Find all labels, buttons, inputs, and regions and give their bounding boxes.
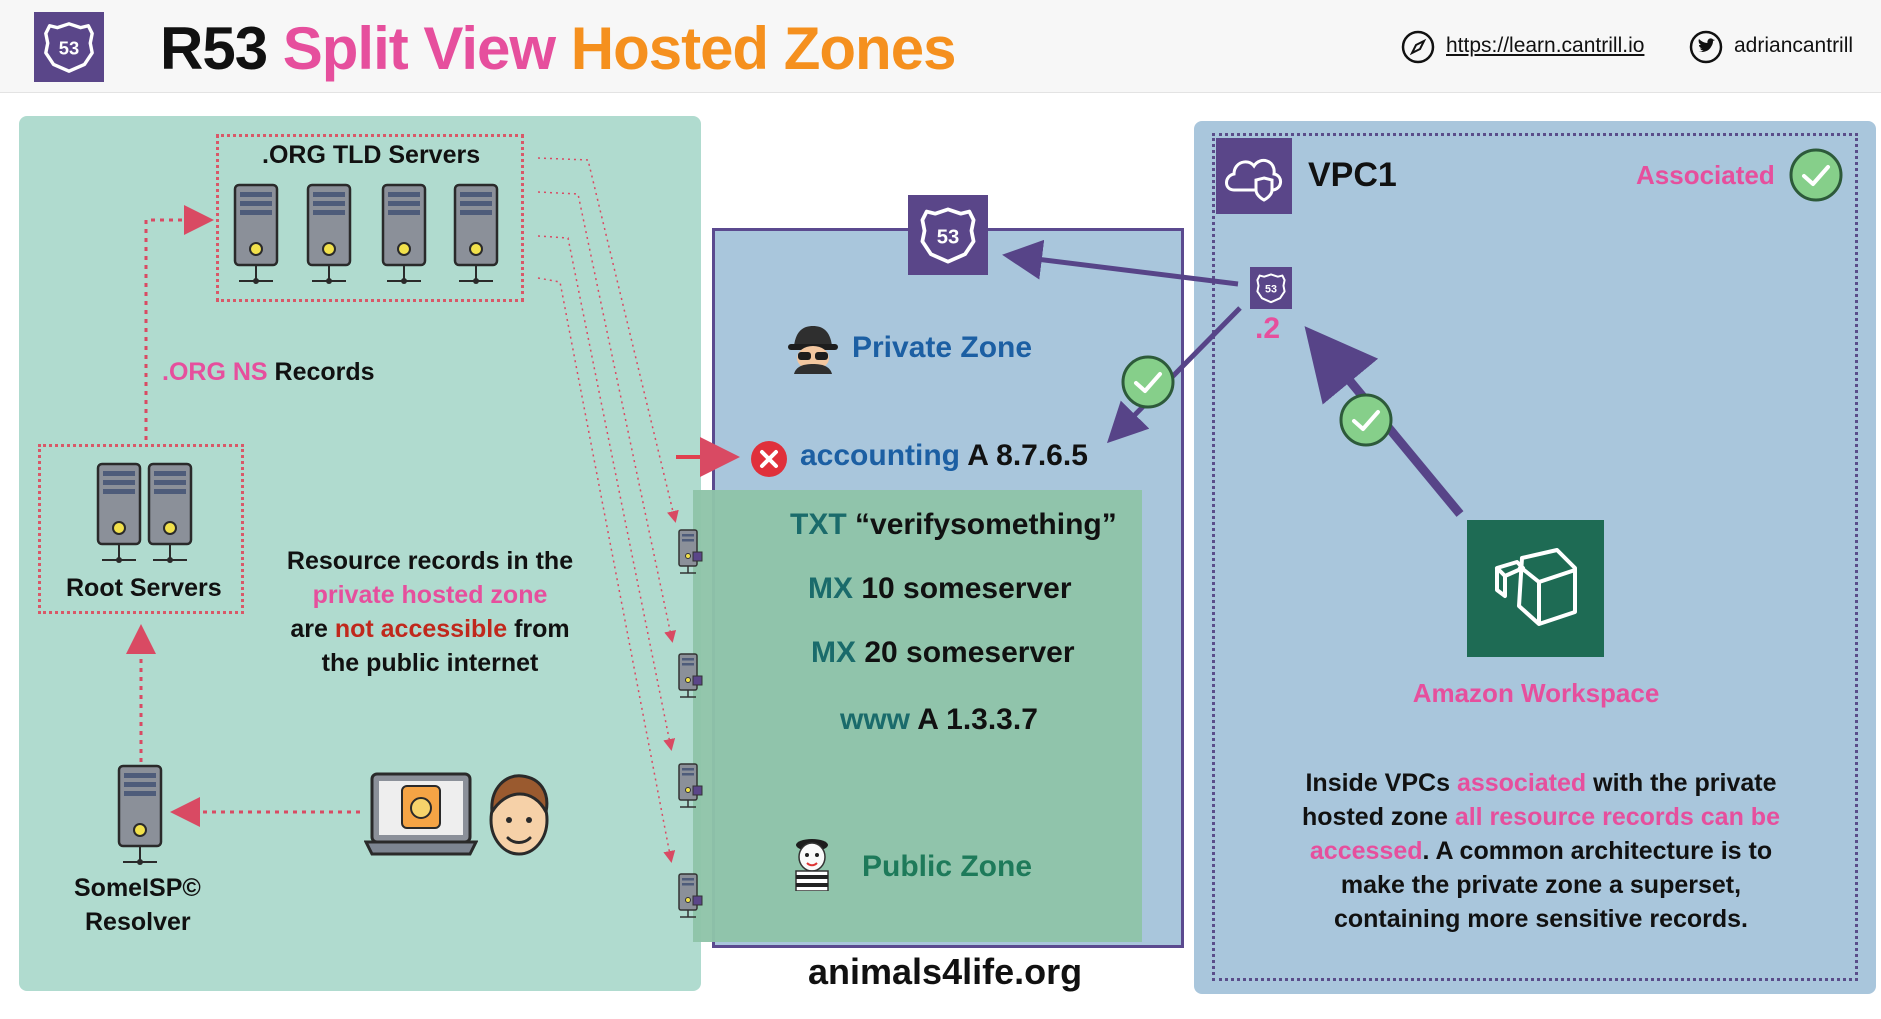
laptop-icon	[364, 772, 478, 856]
server-icon	[147, 462, 193, 566]
vpc-resolver-badge	[1250, 267, 1292, 309]
title-part-split-view: Split View	[282, 15, 556, 82]
check-icon	[1788, 147, 1844, 203]
domain-label: animals4life.org	[808, 951, 1083, 992]
public-zone-label: Public Zone	[862, 850, 1033, 883]
check-icon	[1120, 354, 1176, 410]
server-icon	[676, 762, 706, 810]
vpc1-label: VPC1	[1308, 156, 1397, 194]
server-icon	[117, 764, 163, 868]
server-icon	[306, 183, 352, 287]
server-icon	[676, 652, 706, 700]
mime-icon	[795, 839, 829, 891]
route53-icon	[44, 22, 94, 73]
route53-icon	[1256, 273, 1286, 304]
error-x-icon	[751, 441, 787, 477]
server-icon	[233, 183, 279, 287]
server-icon	[676, 528, 706, 576]
workspace-label: Amazon Workspace	[1412, 678, 1660, 708]
public-access-note: Resource records in the private hosted z…	[286, 547, 574, 677]
public-zone-area	[693, 490, 1142, 942]
workspace-icon	[1495, 548, 1577, 626]
title-part-r53: R53	[160, 15, 268, 82]
isp-resolver-label-1: SomeISP©	[74, 874, 201, 902]
server-icon	[676, 872, 706, 920]
record-mx-10: MX 10 someserver	[808, 572, 1072, 605]
resolver-ip-label: .2	[1255, 312, 1281, 345]
twitter-handle[interactable]: adriancantrill	[1734, 34, 1854, 57]
associated-label: Associated	[1636, 160, 1775, 190]
server-icon	[96, 462, 142, 566]
user-avatar-icon	[489, 774, 549, 856]
root-servers-label: Root Servers	[66, 574, 222, 602]
private-zone-label: Private Zone	[852, 331, 1033, 364]
server-icon	[381, 183, 427, 287]
vpc-cloud-icon	[1225, 158, 1282, 202]
org-ns-records-label: .ORG NS Records	[162, 358, 375, 386]
record-txt: TXT “verifysomething”	[790, 508, 1117, 541]
course-link[interactable]: https://learn.cantrill.io	[1446, 34, 1645, 57]
isp-resolver-label-2: Resolver	[85, 908, 191, 936]
root-servers-box	[38, 444, 244, 614]
record-mx-20: MX 20 someserver	[811, 636, 1075, 669]
tld-servers-label: .ORG TLD Servers	[262, 141, 481, 169]
vpc-access-note: Inside VPCs associated with the private …	[1302, 769, 1780, 933]
compass-icon	[1401, 30, 1435, 64]
vpc1-boundary	[1212, 133, 1858, 981]
spy-icon	[788, 326, 838, 374]
twitter-icon	[1689, 30, 1723, 64]
workspace-icon-box	[1467, 520, 1604, 657]
route53-icon	[920, 207, 976, 264]
record-www: www A 1.3.3.7	[840, 703, 1038, 736]
title-part-hosted-zones: Hosted Zones	[570, 15, 957, 82]
header-bar	[0, 0, 1881, 93]
check-icon	[1338, 392, 1394, 448]
accounting-record: accounting A 8.7.6.5	[800, 439, 1088, 472]
tld-servers-box	[216, 134, 524, 302]
route53-logo	[34, 12, 104, 82]
route53-zone-badge	[908, 195, 988, 275]
server-icon	[453, 183, 499, 287]
page-title: R53 Split View Hosted Zones	[160, 14, 957, 83]
vpc-badge	[1216, 138, 1292, 214]
